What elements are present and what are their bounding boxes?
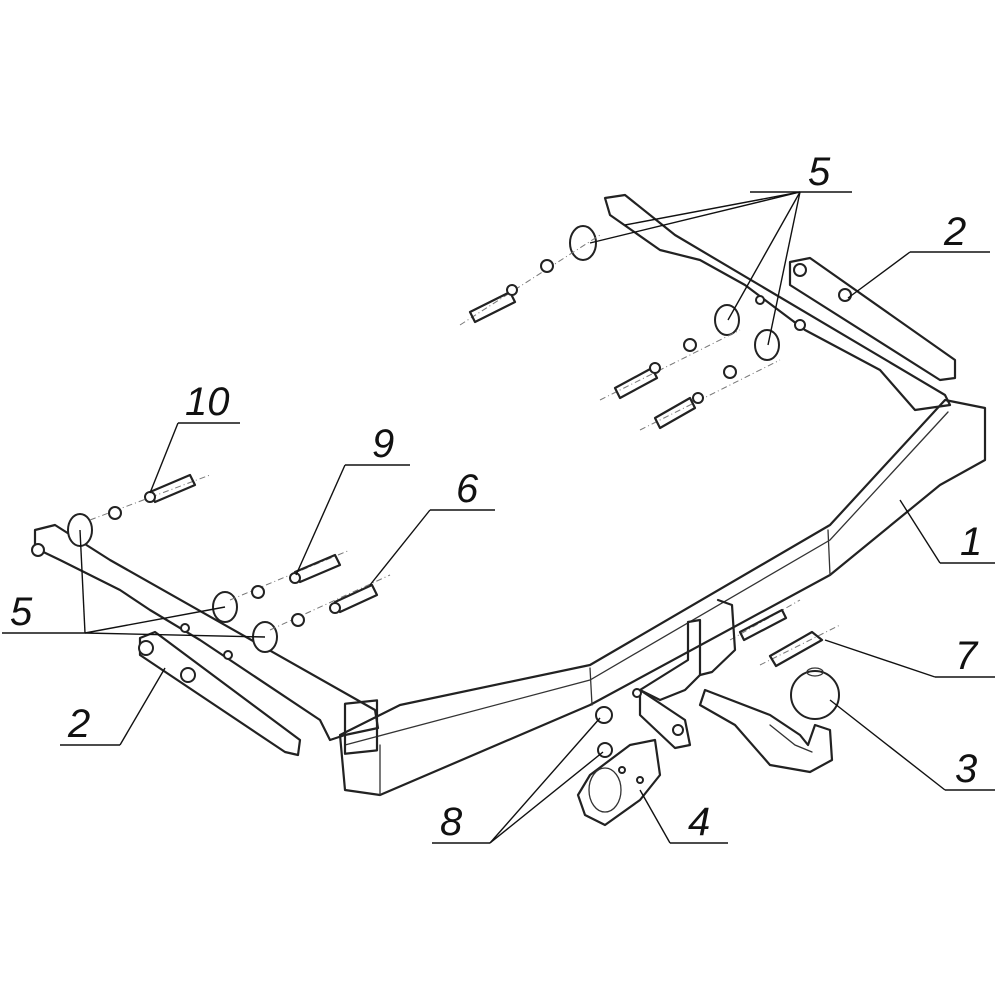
callout-5-top: 5 <box>808 150 831 194</box>
bolt-10 <box>148 473 197 504</box>
callout-1: 1 <box>960 520 982 564</box>
washers <box>67 225 780 653</box>
callout-7: 7 <box>955 634 979 678</box>
washer-right-2 <box>714 304 740 336</box>
bolt-upper-hitch <box>738 608 788 642</box>
callout-8: 8 <box>440 800 463 844</box>
tow-ball-assembly <box>698 667 840 774</box>
cross-beam <box>338 398 987 797</box>
bolt-6 <box>333 583 379 614</box>
socket-plate <box>576 738 662 827</box>
washer-right-1 <box>569 225 597 261</box>
callout-9: 9 <box>372 422 394 466</box>
callout-2-left: 2 <box>67 702 90 746</box>
bolts <box>89 234 841 758</box>
bolt-7 <box>768 630 824 668</box>
bolt-right-1 <box>468 290 517 324</box>
hitch-mount <box>632 598 737 750</box>
left-side-bracket <box>31 523 380 742</box>
callout-6: 6 <box>456 467 479 511</box>
callout-4: 4 <box>688 800 710 844</box>
callout-2-right: 2 <box>943 210 966 254</box>
bolt-right-2 <box>613 366 659 400</box>
left-clamp-plate <box>138 630 302 757</box>
callout-10: 10 <box>185 380 230 424</box>
bolt-right-3 <box>653 396 697 430</box>
callout-5-left: 5 <box>10 590 33 634</box>
callout-3: 3 <box>955 747 977 791</box>
leader-lines <box>2 191 995 844</box>
washer-right-3 <box>754 329 780 361</box>
tow-ball <box>790 670 840 720</box>
bolt-9 <box>293 553 342 584</box>
right-side-bracket <box>603 193 952 412</box>
